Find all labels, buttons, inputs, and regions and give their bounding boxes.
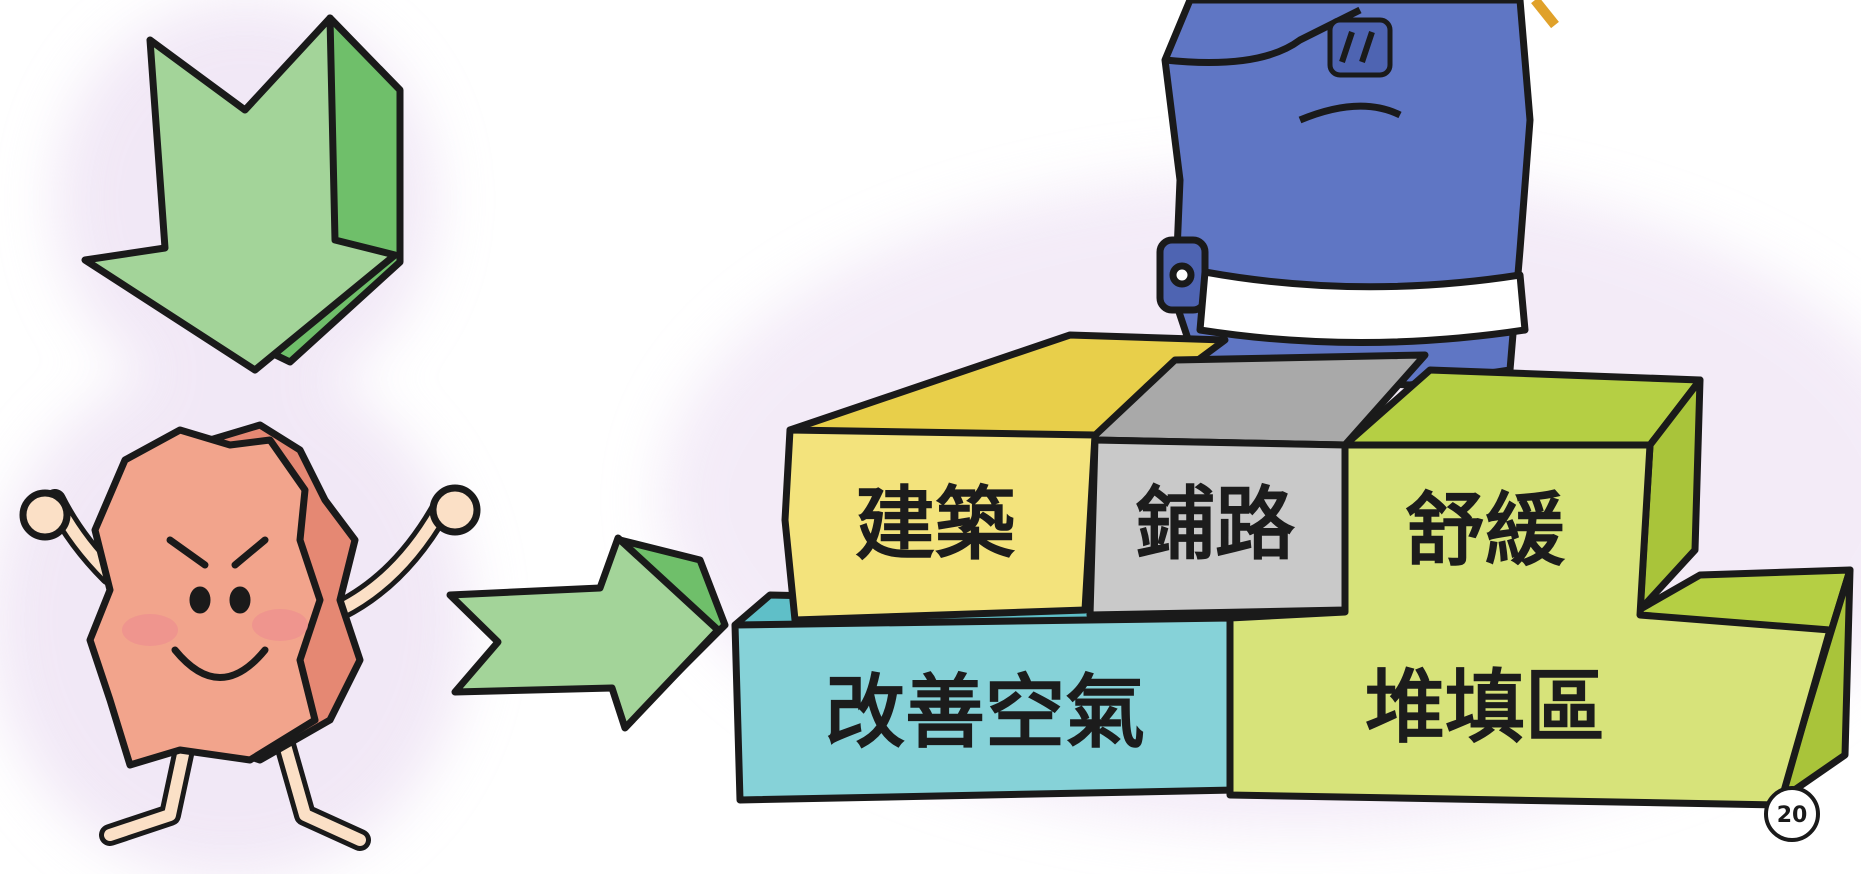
yellow-block [781, 426, 1099, 624]
page-number-badge: 20 [1764, 786, 1820, 842]
building-blocks [731, 331, 1854, 809]
down-arrow-icon [81, 14, 404, 374]
block-label-air: 改善空氣 [825, 666, 1145, 759]
robot-character [1156, 0, 1559, 389]
block-label-building: 建築 [855, 478, 1016, 571]
page-number: 20 [1777, 803, 1808, 828]
block-label-landfill: 堆填區 [1365, 661, 1605, 754]
block-label-paving: 鋪路 [1135, 478, 1296, 571]
block-label-relief: 舒緩 [1405, 484, 1566, 577]
right-arrow-icon [446, 534, 729, 732]
mascot-character [19, 421, 481, 851]
